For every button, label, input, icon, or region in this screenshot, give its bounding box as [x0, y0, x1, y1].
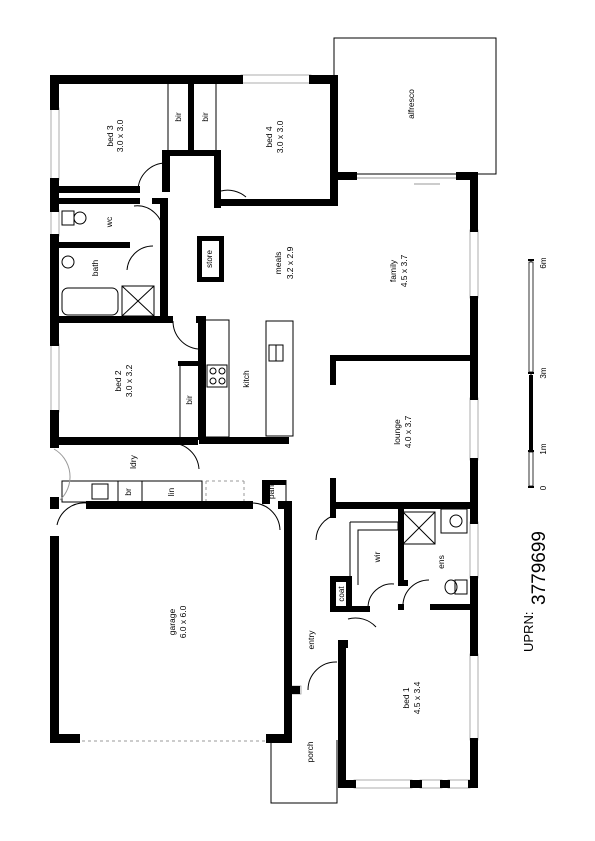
uprn-label: UPRN:	[521, 612, 536, 652]
label-bed4: bed 4	[264, 126, 274, 148]
window	[50, 209, 60, 237]
cooktop	[206, 364, 228, 388]
door-swing	[172, 320, 199, 350]
room-labels: bed 3 3.0 x 3.0 bir bir bed 4 3.0 x 3.0 …	[90, 89, 446, 763]
label-pan: pan	[266, 485, 276, 499]
label-store: store	[205, 250, 214, 268]
window	[50, 343, 60, 413]
kitchen-island	[265, 320, 294, 437]
door-swing	[170, 442, 200, 470]
ens-toilet	[454, 579, 468, 595]
size-bed1: 4.5 x 3.4	[412, 681, 422, 714]
door-swing	[137, 162, 167, 192]
wc-toilet	[61, 210, 75, 226]
label-family: family	[388, 259, 398, 282]
window	[447, 779, 471, 789]
scale-tick-3m: 3m	[539, 367, 548, 378]
kitchen-bench	[204, 319, 230, 438]
label-lounge: lounge	[392, 419, 402, 445]
door-swing	[402, 579, 430, 605]
window	[353, 779, 413, 789]
ens-vanity	[440, 508, 468, 534]
label-ens: ens	[436, 555, 446, 569]
label-kitch: kitch	[241, 370, 251, 388]
window	[469, 229, 479, 299]
size-bed4: 3.0 x 3.0	[275, 120, 285, 153]
walls	[50, 75, 478, 788]
size-family: 4.5 x 3.7	[399, 254, 409, 287]
door-swing	[347, 617, 377, 628]
label-meals: meals	[273, 252, 283, 275]
label-lin: lin	[166, 487, 176, 496]
door-swing	[133, 205, 164, 233]
label-bir-b: bir	[200, 112, 210, 122]
scale-tick-1m: 1m	[539, 443, 548, 454]
label-porch: porch	[305, 741, 315, 763]
label-alfresco: alfresco	[406, 89, 416, 119]
window	[419, 779, 443, 789]
laundry-tub	[91, 483, 109, 500]
scale-tick-0: 0	[539, 485, 548, 490]
scale-tick-6m: 6m	[539, 257, 548, 268]
label-bed2: bed 2	[113, 370, 123, 392]
bath-basin	[61, 255, 75, 269]
scale-bar: 0 1m 3m 6m	[528, 257, 548, 490]
window	[469, 653, 479, 741]
label-coat: coat	[337, 586, 346, 602]
size-garage: 6.0 x 6.0	[178, 605, 188, 638]
door-swing	[220, 189, 247, 198]
size-bed3: 3.0 x 3.0	[115, 119, 125, 152]
door-swing	[53, 448, 71, 501]
window	[240, 74, 312, 84]
label-wir: wir	[372, 551, 382, 563]
label-wc: wc	[104, 216, 114, 228]
window	[469, 521, 479, 579]
window	[469, 397, 479, 461]
label-bir-a: bir	[173, 112, 183, 122]
door-swing	[367, 583, 395, 609]
label-bed1: bed 1	[401, 687, 411, 709]
label-bir-c: bir	[184, 395, 194, 405]
size-meals: 3.2 x 2.9	[285, 246, 295, 279]
door-swing	[315, 514, 337, 541]
uprn-number: 3779699	[529, 531, 550, 605]
label-bath: bath	[90, 259, 100, 276]
door-swing	[307, 661, 338, 691]
door-swing	[251, 502, 281, 531]
bath-tub	[61, 287, 119, 316]
label-bed3: bed 3	[105, 125, 115, 147]
door-swing	[56, 502, 88, 526]
label-entry: entry	[306, 630, 316, 650]
window	[50, 107, 60, 181]
label-ldry: ldry	[128, 454, 138, 468]
label-br: br	[123, 488, 133, 496]
size-bed2: 3.0 x 3.2	[124, 364, 134, 397]
size-lounge: 4.0 x 3.7	[403, 415, 413, 448]
porch-outline	[270, 740, 338, 804]
label-garage: garage	[167, 608, 177, 635]
uprn: UPRN: 3779699	[521, 531, 550, 652]
door-swing	[126, 245, 154, 271]
